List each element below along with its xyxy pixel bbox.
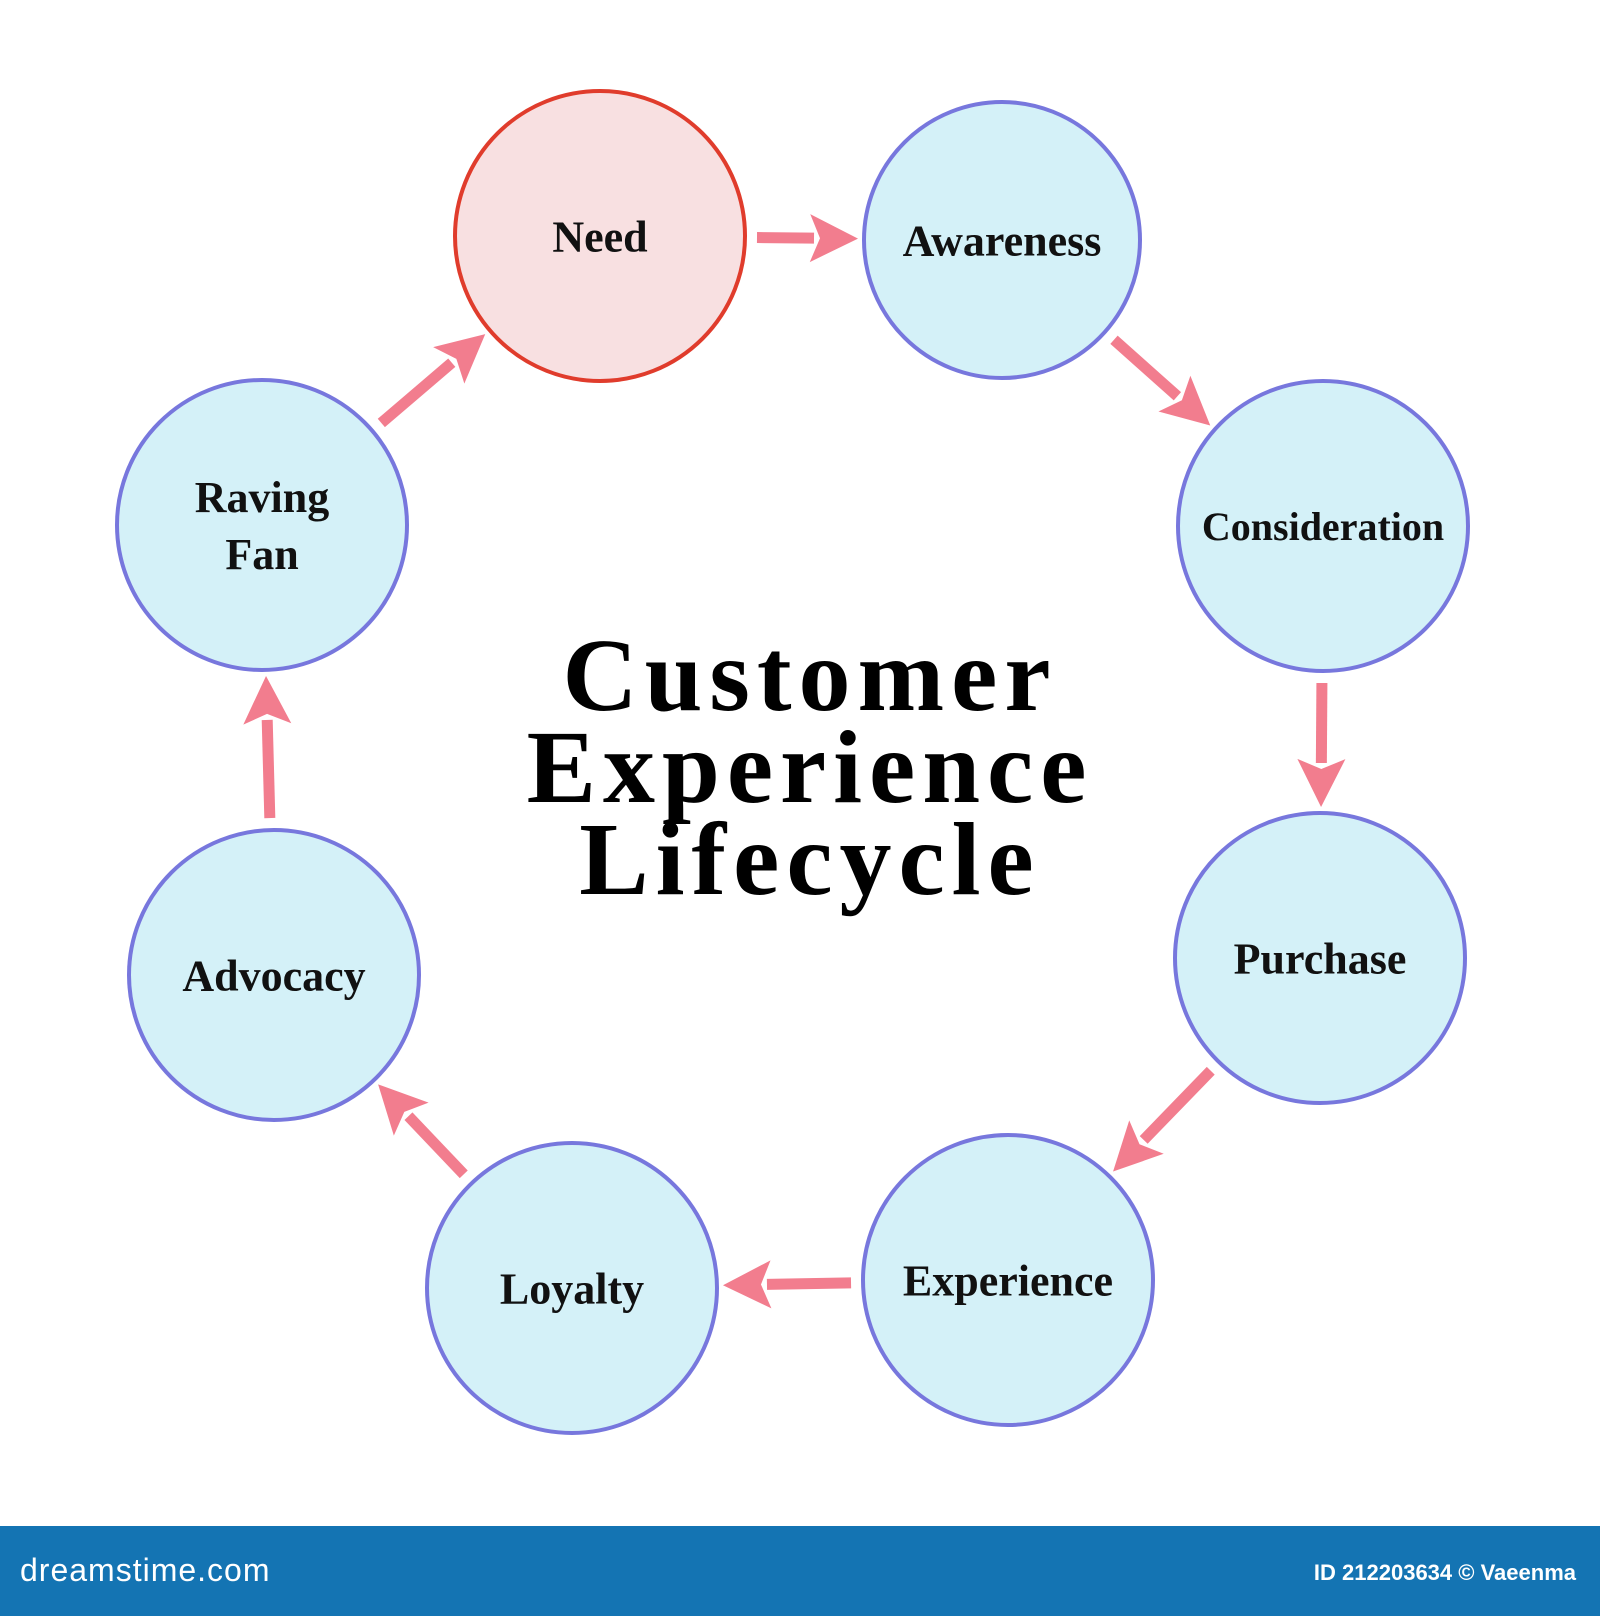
footer-credit: ID 212203634 © Vaeenma — [1313, 1560, 1576, 1585]
arrow-shaft — [756, 232, 815, 244]
node-experience: Experience — [861, 1133, 1155, 1427]
arrow-head — [809, 214, 859, 263]
arrow-head — [1158, 375, 1211, 426]
node-circle-need — [453, 89, 747, 383]
arrow-shaft — [377, 358, 456, 428]
arrow-advocacy-to-raving-fan — [243, 675, 292, 819]
node-circle-purchase — [1173, 811, 1467, 1105]
node-need: Need — [453, 89, 747, 383]
node-label-need: Need — [552, 212, 647, 261]
arrow-raving-fan-to-need — [377, 334, 486, 428]
arrow-head — [1113, 1120, 1164, 1172]
arrow-purchase-to-experience — [1113, 1066, 1215, 1172]
arrow-shaft — [766, 1277, 852, 1290]
node-awareness: Awareness — [862, 100, 1142, 380]
arrow-shaft — [1139, 1066, 1215, 1144]
node-label-raving-fan-1: Raving — [195, 473, 329, 522]
arrow-consideration-to-purchase — [1297, 682, 1346, 808]
arrow-head — [243, 675, 292, 725]
node-circle-experience — [861, 1133, 1155, 1427]
node-circle-raving-fan — [115, 378, 409, 672]
arrow-loyalty-to-advocacy — [378, 1084, 468, 1179]
node-label-consideration: Consideration — [1202, 504, 1444, 549]
node-label-loyalty: Loyalty — [500, 1264, 644, 1313]
arrow-awareness-to-consideration — [1110, 335, 1211, 426]
arrow-shaft — [1110, 335, 1182, 401]
title-line-1: Customer — [562, 618, 1058, 733]
footer-brand[interactable]: dreamstime.com — [20, 1552, 271, 1588]
node-label-purchase: Purchase — [1234, 934, 1407, 983]
node-label-experience: Experience — [903, 1256, 1113, 1305]
arrow-experience-to-loyalty — [722, 1260, 852, 1309]
title-line-3: Lifecycle — [579, 802, 1041, 917]
arrow-head — [1297, 758, 1346, 808]
title-line-2: Experience — [526, 710, 1094, 825]
node-circle-consideration — [1176, 379, 1470, 673]
node-advocacy: Advocacy — [127, 828, 421, 1122]
arrow-head — [433, 334, 486, 384]
node-purchase: Purchase — [1173, 811, 1467, 1105]
arrow-shaft — [261, 719, 276, 819]
node-loyalty: Loyalty — [425, 1141, 719, 1435]
node-label-awareness: Awareness — [903, 216, 1102, 265]
arrow-shaft — [1315, 682, 1328, 764]
node-consideration: Consideration — [1176, 379, 1470, 673]
arrow-head — [378, 1084, 429, 1136]
node-circle-advocacy — [127, 828, 421, 1122]
footer-bar: dreamstime.com ID 212203634 © Vaeenma — [0, 1526, 1600, 1616]
node-label-raving-fan-2: Fan — [225, 530, 298, 579]
diagram-title: Customer Experience Lifecycle — [400, 618, 1220, 917]
node-circle-awareness — [862, 100, 1142, 380]
arrow-shaft — [404, 1112, 468, 1179]
node-circle-loyalty — [425, 1141, 719, 1435]
arrow-head — [722, 1260, 772, 1309]
node-label-advocacy: Advocacy — [182, 951, 365, 1000]
arrow-need-to-awareness — [756, 214, 859, 263]
arrows-layer — [243, 214, 1346, 1309]
